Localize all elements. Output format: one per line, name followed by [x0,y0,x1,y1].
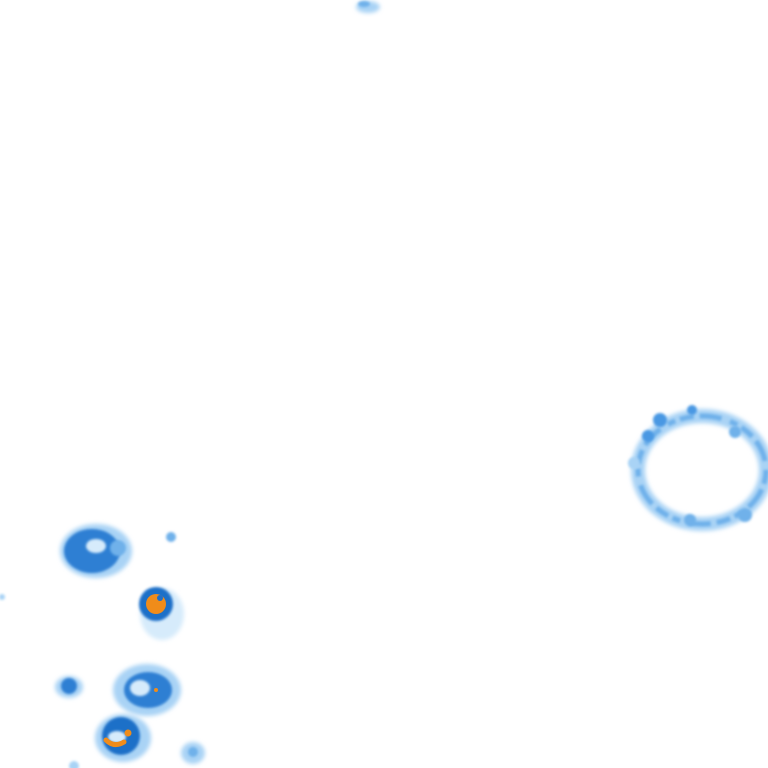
cluster-bottom-orange [95,714,151,762]
cluster-orange-core [139,587,184,640]
cluster-upper-left [60,524,176,578]
cluster-lower-middle [113,664,181,716]
top-speck [356,1,380,13]
large-ring [628,405,768,531]
small-dot-left [55,676,83,698]
bottom-speck [0,594,205,768]
